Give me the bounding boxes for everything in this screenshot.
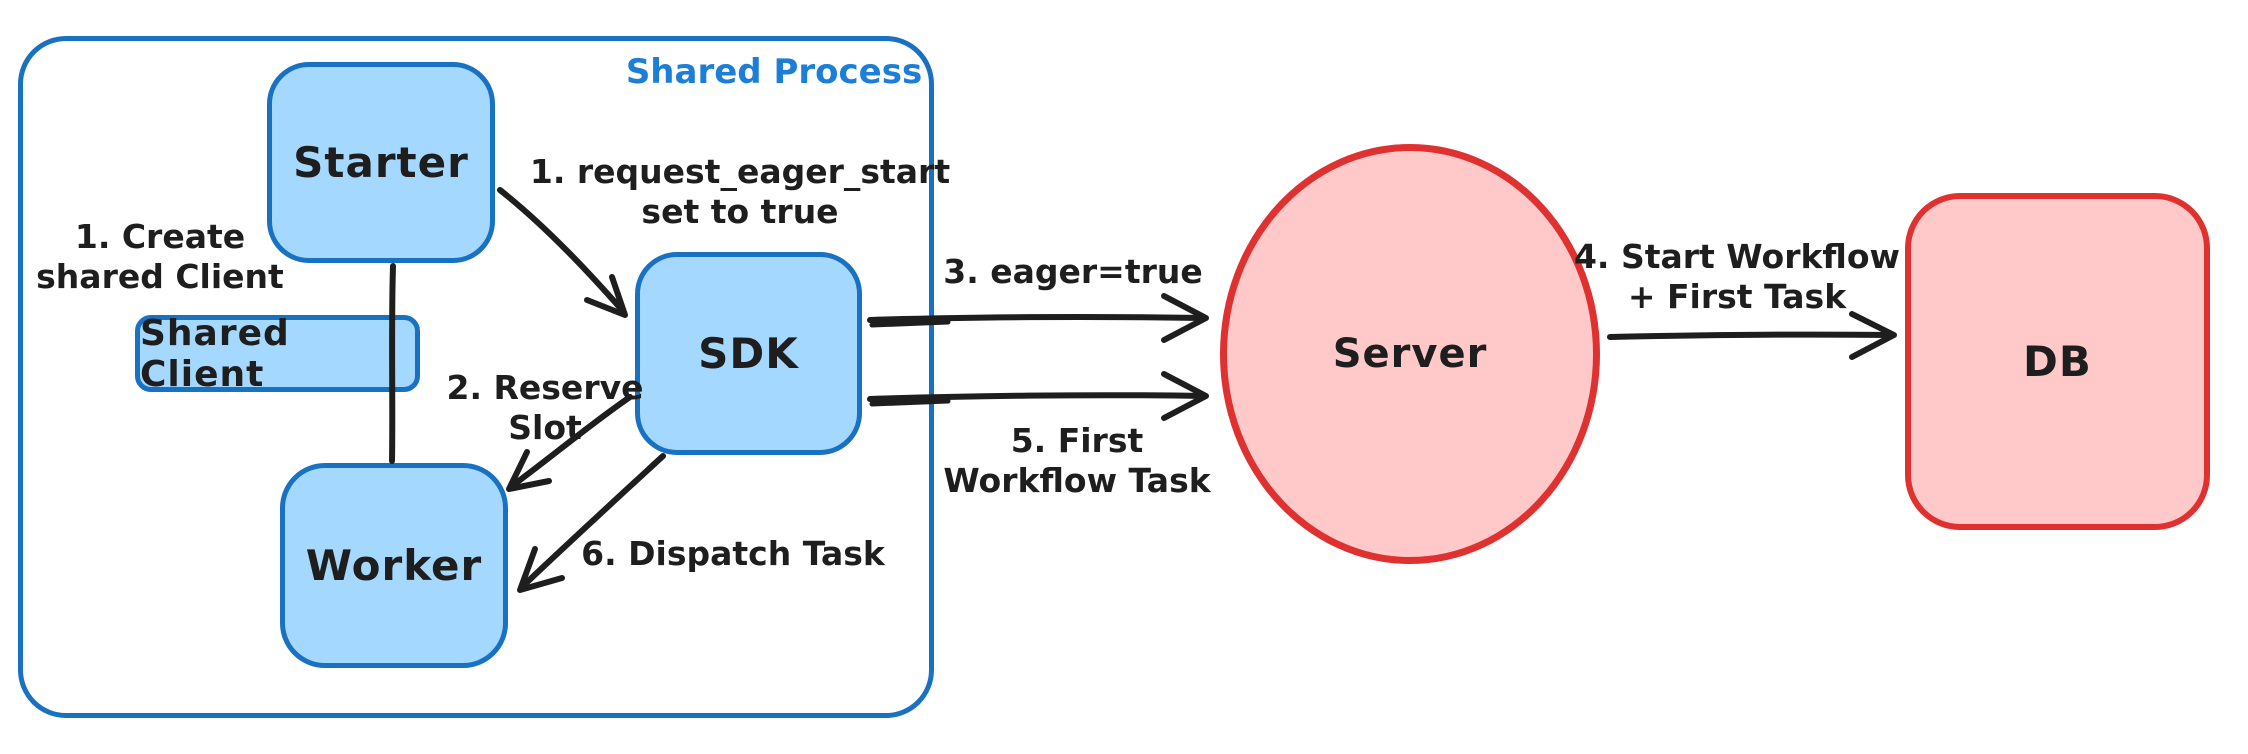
label-line-1: 4. Start Workflow [1573, 237, 1901, 276]
label-line-1: 2. Reserve [446, 368, 644, 407]
worker-label: Worker [305, 541, 483, 590]
arrow-server-db [1607, 311, 1897, 360]
label-start-workflow: 4. Start Workflow + First Task [1574, 237, 1900, 317]
label-first-workflow-task: 5. First Workflow Task [943, 421, 1210, 501]
shared-process-title: Shared Process [625, 52, 923, 92]
label-line-2: + First Task [1627, 277, 1847, 316]
label-create-shared-client: 1. Create shared Client [36, 217, 284, 297]
starter-node: Starter [267, 62, 495, 263]
label-request-eager-start: 1. request_eager_start set to true [530, 152, 950, 232]
label-line-2: shared Client [36, 257, 284, 296]
worker-node: Worker [280, 463, 508, 668]
sdk-node: SDK [635, 252, 862, 455]
label-dispatch-task: 6. Dispatch Task [581, 534, 885, 573]
db-label: DB [2023, 337, 2092, 386]
server-node: Server [1220, 144, 1600, 564]
shared-client-node: Shared Client [135, 312, 420, 395]
sdk-label: SDK [698, 329, 799, 378]
label-line-1: 1. Create [74, 217, 246, 256]
shared-client-label: Shared Client [140, 312, 290, 395]
db-node: DB [1905, 193, 2210, 530]
starter-label: Starter [293, 138, 469, 187]
label-line-1: 5. First [1010, 421, 1144, 460]
label-line-2: set to true [641, 192, 839, 231]
shared-process-frame [18, 36, 934, 718]
server-label: Server [1332, 331, 1488, 377]
label-line-1: 1. request_eager_start [529, 152, 951, 191]
label-reserve-slot: 2. Reserve Slot [447, 368, 644, 448]
label-eager-true: 3. eager=true [943, 252, 1203, 291]
label-line-2: Slot [508, 408, 582, 447]
label-line-2: Workflow Task [943, 461, 1211, 500]
